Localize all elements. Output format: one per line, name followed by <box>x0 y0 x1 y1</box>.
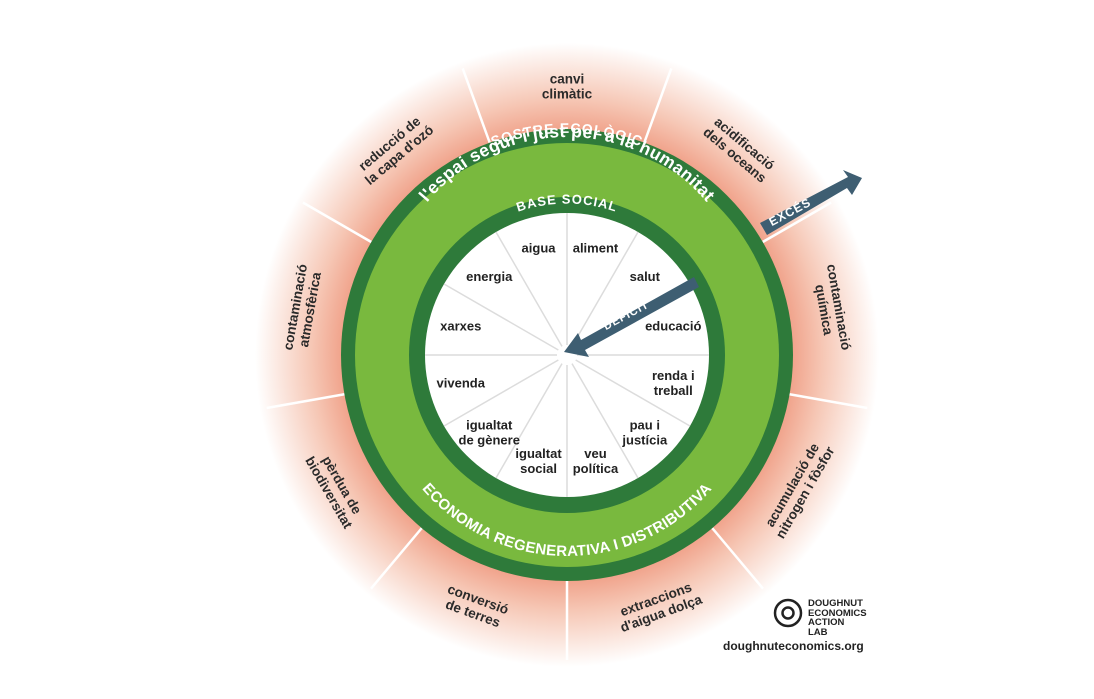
social-foundation-label: salut <box>630 269 661 284</box>
boundary-divider <box>369 527 423 590</box>
foundation-divider <box>571 231 639 347</box>
social-foundation-label: educació <box>645 319 701 334</box>
logo-name: DOUGHNUT ECONOMICS ACTION LAB <box>808 598 867 638</box>
foundation-divider <box>495 231 563 347</box>
foundation-divider <box>571 363 639 479</box>
boundary-dividers <box>266 67 868 660</box>
doughnut-economics-logo: DOUGHNUT ECONOMICS ACTION LAB doughnutec… <box>723 597 892 657</box>
boundary-divider <box>762 201 832 244</box>
boundary-divider <box>643 67 673 144</box>
social-foundation-label: energia <box>466 269 513 284</box>
foundation-divider <box>575 359 691 427</box>
boundary-divider <box>711 527 765 590</box>
foundation-divider <box>443 359 559 427</box>
foundation-divider <box>495 363 563 479</box>
boundary-divider <box>266 393 345 410</box>
social-foundation-label: xarxes <box>440 319 481 334</box>
boundary-divider <box>461 67 491 144</box>
social-foundation-label: aliment <box>573 241 619 256</box>
foundation-divider <box>443 283 559 351</box>
social-foundation-label: vivenda <box>437 375 486 390</box>
shortfall-center <box>425 213 709 497</box>
social-foundation-label: aigua <box>522 241 557 256</box>
boundary-divider <box>302 201 372 244</box>
doughnut-logo-icon <box>773 598 803 628</box>
website-link[interactable]: doughnuteconomics.org <box>723 639 864 653</box>
boundary-divider <box>789 393 868 410</box>
